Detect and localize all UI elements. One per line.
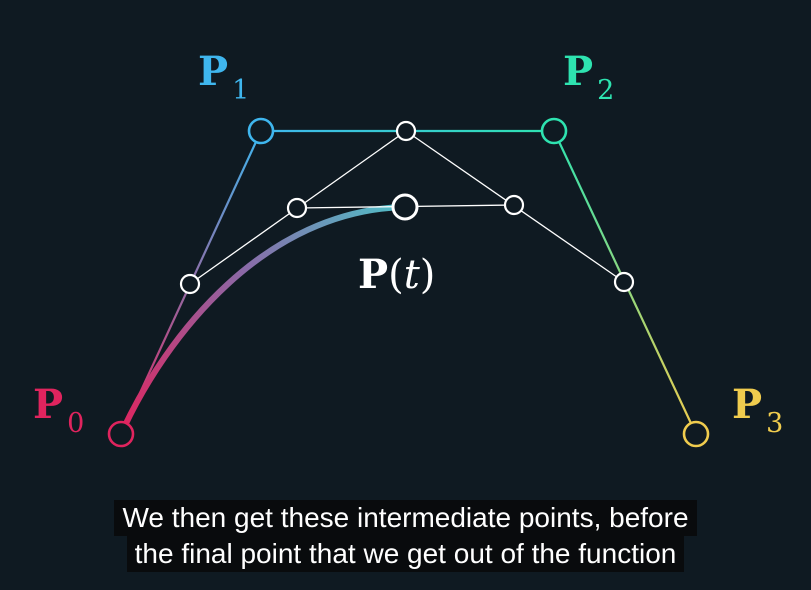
intermediate-point-q0: [179, 273, 201, 295]
curve-point-pt: [391, 193, 419, 221]
label-pt-open-paren: (: [388, 252, 404, 298]
label-pt-letter: P: [358, 251, 389, 298]
label-p3-letter: P: [732, 381, 763, 428]
caption-line-1: We then get these intermediate points, b…: [114, 500, 697, 536]
label-p1-subscript: 1: [232, 75, 250, 106]
label-p0-subscript: 0: [67, 408, 85, 439]
subtitle-captions: We then get these intermediate points, b…: [0, 500, 811, 572]
control-point-p1: [247, 117, 275, 145]
label-pt: P(t): [358, 252, 436, 298]
label-pt-argument: t: [403, 252, 420, 298]
intermediate-point-q1: [395, 120, 417, 142]
intermediate-point-r0: [286, 197, 308, 219]
intermediate-point-q2: [613, 271, 635, 293]
control-point-p0: [107, 420, 135, 448]
label-p0-letter: P: [33, 381, 64, 428]
caption-line-2: the final point that we get out of the f…: [126, 536, 685, 572]
label-p3-subscript: 3: [766, 408, 784, 439]
label-p1-letter: P: [198, 48, 229, 95]
control-point-p3: [682, 420, 710, 448]
label-pt-close-paren: ): [419, 252, 436, 298]
control-point-p2: [540, 117, 568, 145]
bezier-curve-partial: [118, 204, 408, 437]
intermediate-point-r1: [503, 194, 525, 216]
label-p2-letter: P: [563, 48, 594, 95]
label-p2-subscript: 2: [597, 75, 615, 106]
